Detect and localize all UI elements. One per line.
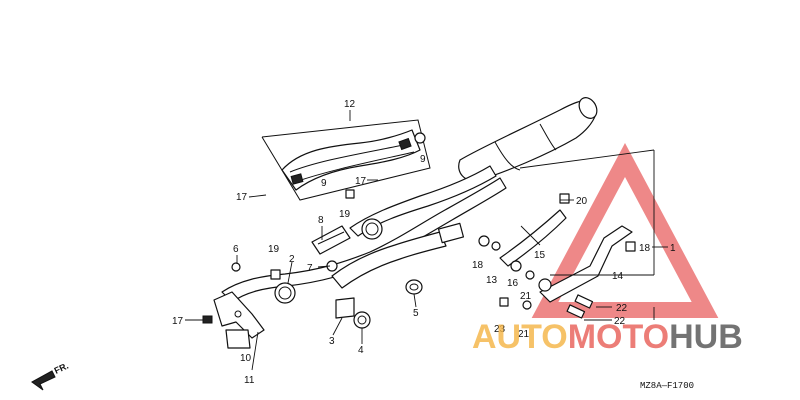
callout-18-left: 18 (472, 260, 484, 271)
watermark-triangle (531, 143, 719, 318)
part-callouts: 12 9 9 17 17 17 19 19 8 7 6 2 3 4 5 10 1… (172, 99, 676, 386)
callout-4: 4 (358, 345, 364, 356)
callout-21-lower: 21 (518, 329, 530, 340)
watermark-part-hub: HUB (669, 318, 743, 356)
pipe-protector (311, 225, 351, 255)
callout-9-lower: 9 (321, 178, 327, 189)
watermark-logo: AUTOMOTOHUB (472, 318, 743, 356)
callout-7: 7 (307, 263, 313, 274)
gaskets-and-joints (231, 189, 423, 329)
front-bracket (202, 291, 265, 349)
callout-14: 14 (612, 271, 624, 282)
callout-20: 20 (576, 196, 588, 207)
callout-12: 12 (344, 99, 356, 110)
watermark-part-moto: MOTO (568, 318, 669, 356)
callout-18-right: 18 (639, 243, 651, 254)
callout-17-left: 17 (236, 192, 248, 203)
callout-19-lower: 19 (268, 244, 280, 255)
callout-8: 8 (318, 215, 324, 226)
callout-5: 5 (413, 308, 419, 319)
callout-10: 10 (240, 353, 252, 364)
callout-17-bracket: 17 (172, 316, 184, 327)
callout-6: 6 (233, 244, 239, 255)
callout-2: 2 (289, 254, 295, 265)
callout-22-upper: 22 (616, 303, 628, 314)
muffler (458, 97, 598, 182)
callout-17-shield: 17 (355, 176, 367, 187)
callout-19-upper: 19 (339, 209, 351, 220)
callout-16: 16 (507, 278, 519, 289)
heat-shield-assembly (261, 119, 431, 201)
leader-lines (185, 110, 668, 371)
callout-23: 23 (494, 324, 506, 335)
callout-11: 11 (244, 375, 255, 386)
diagram-code: MZ8A—F1700 (640, 381, 694, 391)
callout-13: 13 (486, 275, 498, 286)
callout-15: 15 (534, 250, 546, 261)
front-label: FR. (53, 361, 70, 376)
callout-21-upper: 21 (520, 291, 532, 302)
arrow-left-icon (31, 370, 56, 391)
callout-22-lower: 22 (614, 316, 626, 327)
exhaust-pipes (221, 165, 507, 304)
front-direction-marker: FR. (31, 361, 70, 391)
callout-1: 1 (670, 243, 676, 254)
callout-9-upper: 9 (420, 154, 426, 165)
watermark-part-auto: AUTO (472, 318, 568, 356)
callout-3: 3 (329, 336, 335, 347)
